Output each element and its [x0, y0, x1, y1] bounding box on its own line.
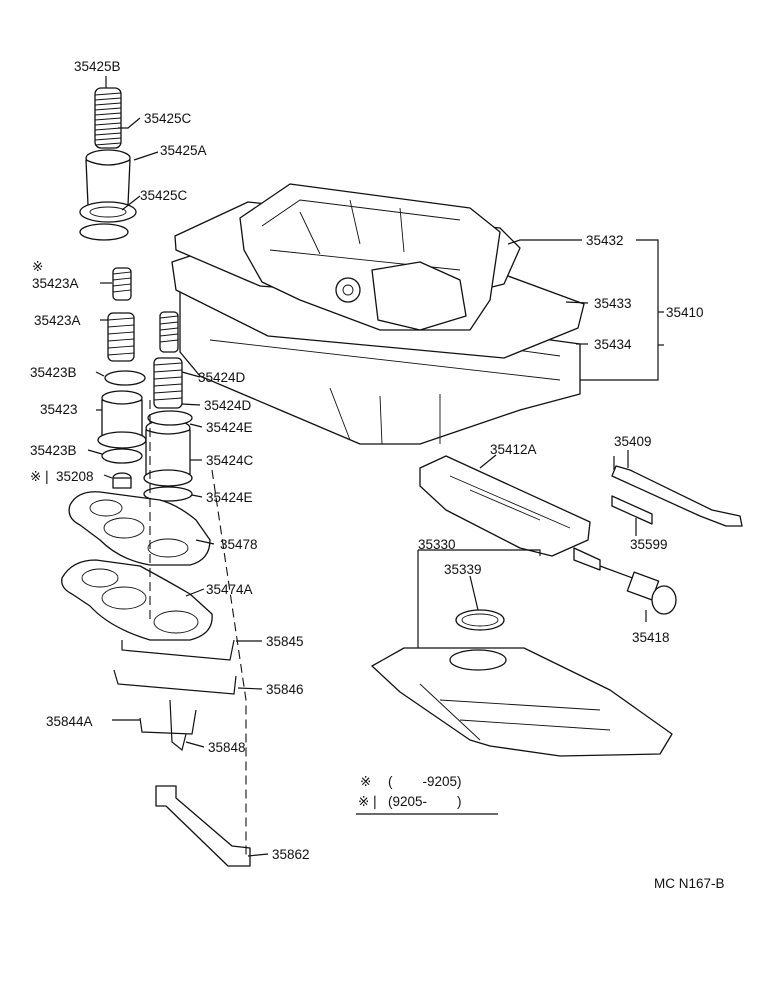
label-35424C: 35424C	[206, 453, 254, 468]
spring-35424D-lower	[153, 357, 183, 409]
label-35424D-lower: 35424D	[204, 398, 252, 413]
leader-lines	[87, 76, 664, 857]
tube-35845	[121, 639, 235, 661]
ring-35424E-lower	[143, 486, 193, 502]
label-35425B: 35425B	[74, 59, 121, 74]
label-35412A: 35412A	[490, 442, 537, 457]
valve-body-35410	[171, 183, 585, 445]
spring-35423A-upper	[112, 267, 132, 301]
label-35425C-top: 35425C	[144, 111, 192, 126]
label-35844A: 35844A	[46, 714, 93, 729]
sleeve-35423	[97, 390, 147, 449]
label-35410: 35410	[666, 305, 704, 320]
label-35424E-lower: 35424E	[206, 490, 253, 505]
part-labels: 35425B 35425C 35425A 35425C ※ 35423A 354…	[30, 59, 704, 862]
reference-mark-icon: ※❘	[30, 469, 53, 485]
ring-35423B-lower	[101, 448, 143, 464]
spring-35423A-lower	[107, 312, 135, 362]
label-35478: 35478	[220, 537, 258, 552]
label-35409: 35409	[614, 434, 652, 449]
tube-35846	[113, 669, 237, 695]
strainer-35330	[371, 647, 673, 757]
solenoid-35418	[573, 547, 677, 615]
label-35434: 35434	[594, 337, 632, 352]
label-35208: 35208	[56, 469, 94, 484]
label-35846: 35846	[266, 682, 304, 697]
reference-mark-icon: ※	[32, 259, 43, 274]
label-35424D-upper: 35424D	[198, 370, 246, 385]
bracket-35862	[155, 785, 251, 867]
label-35418: 35418	[632, 630, 670, 645]
label-35423B-upper: 35423B	[30, 365, 77, 380]
plug-35208	[112, 472, 132, 489]
label-35845: 35845	[266, 634, 304, 649]
label-35432: 35432	[586, 233, 624, 248]
oring-35425C	[79, 223, 129, 241]
label-35848: 35848	[208, 740, 246, 755]
label-35425C-bottom: 35425C	[140, 188, 188, 203]
label-35330: 35330	[418, 537, 456, 552]
reference-mark-icon: ※	[360, 774, 371, 789]
tube-35848	[169, 699, 187, 752]
alignment-line	[149, 400, 247, 856]
gasket-35478	[68, 491, 211, 566]
tube-35844A	[139, 709, 197, 735]
label-35474A: 35474A	[206, 582, 253, 597]
spring-35424D-upper	[159, 311, 179, 353]
diagram-code: MC N167-B	[654, 876, 725, 891]
bracket-35599	[611, 495, 653, 525]
label-35425A: 35425A	[160, 143, 207, 158]
label-35599: 35599	[630, 537, 668, 552]
date-legend: ※ ( -9205) ※❘ (9205- )	[356, 774, 498, 815]
plate-35474A	[61, 559, 213, 641]
ring-35423B-upper	[104, 370, 146, 386]
reference-mark-icon: ※❘	[358, 794, 381, 810]
sleeve-35425A	[79, 149, 137, 223]
oring-35339	[455, 609, 505, 631]
label-35424E-upper: 35424E	[206, 420, 253, 435]
spring-35425B	[94, 87, 122, 149]
label-35862: 35862	[272, 847, 310, 862]
label-35423: 35423	[40, 402, 78, 417]
label-35423A-lower: 35423A	[34, 313, 81, 328]
legend-row-1: ( -9205)	[388, 774, 462, 789]
label-35339: 35339	[444, 562, 482, 577]
label-35433: 35433	[594, 296, 632, 311]
label-35423A-upper: 35423A	[32, 276, 79, 291]
label-35423B-lower: 35423B	[30, 443, 77, 458]
spring-35409	[611, 465, 743, 527]
legend-row-2: (9205- )	[388, 794, 462, 809]
ring-35424E-upper	[147, 410, 193, 426]
sleeve-35424C	[143, 419, 193, 487]
